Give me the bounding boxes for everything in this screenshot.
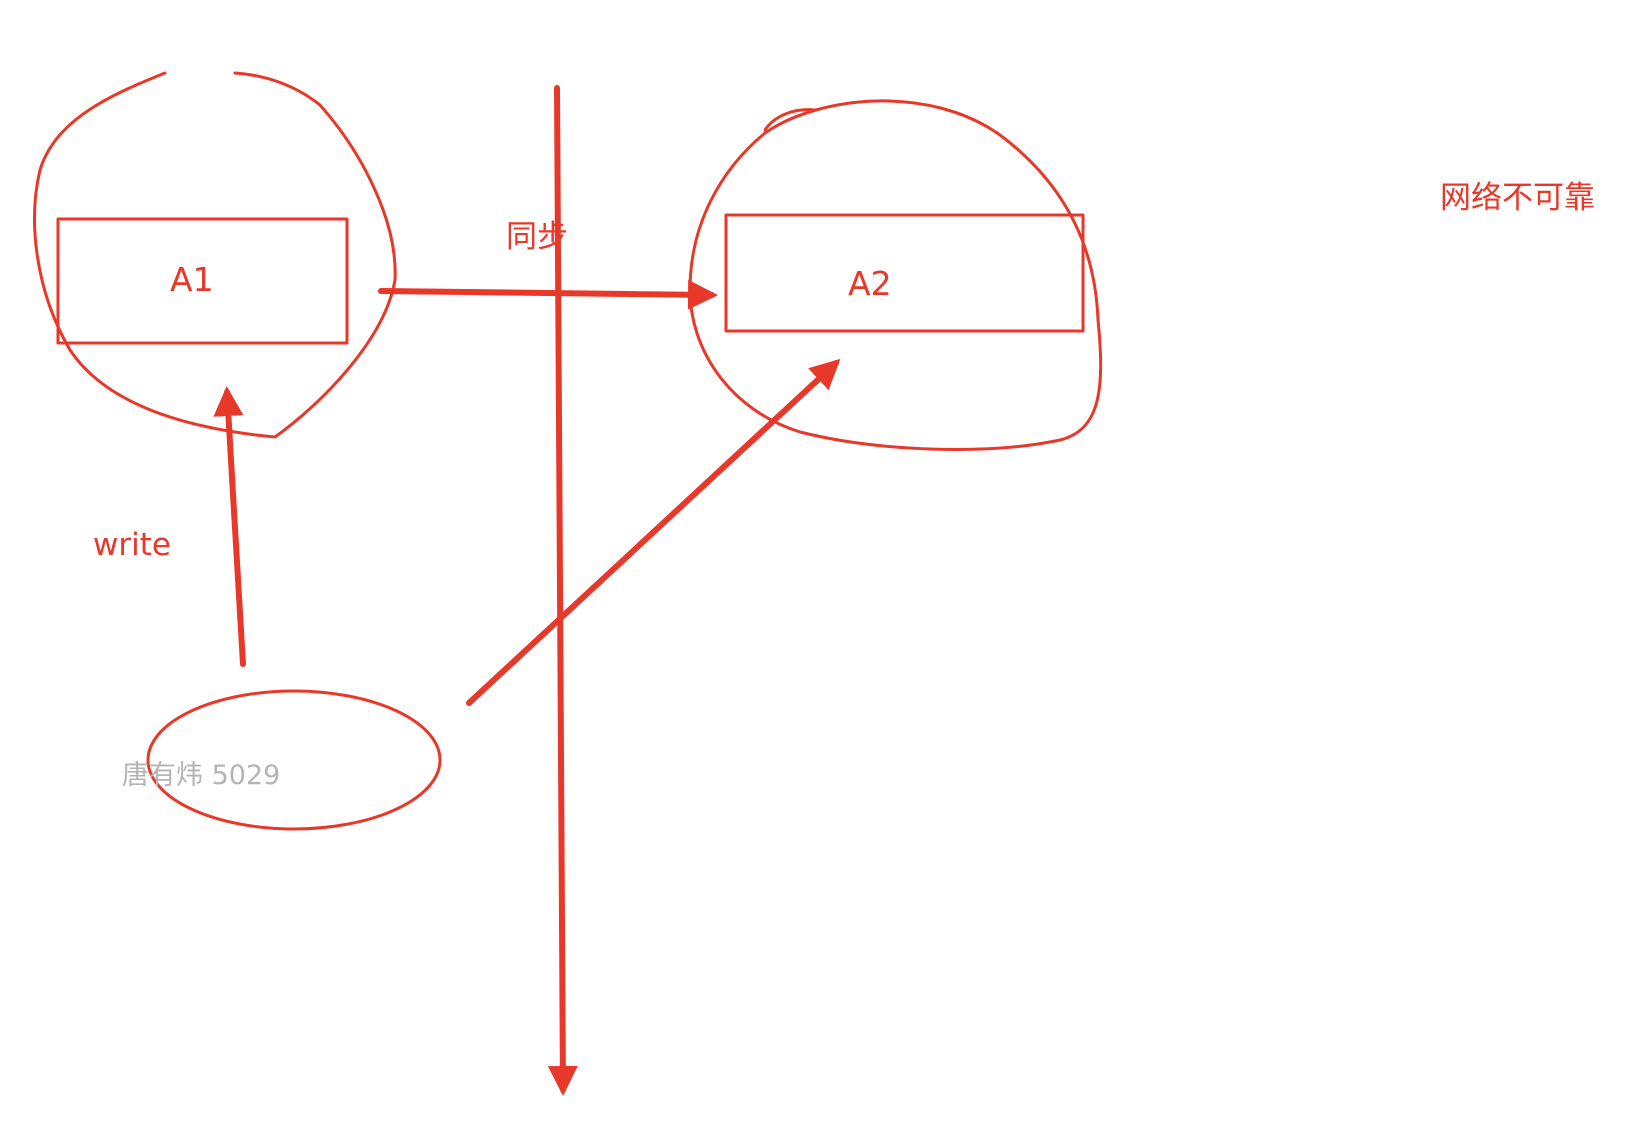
node-a2-label: A2 — [848, 264, 892, 303]
sync-label: 同步 — [506, 219, 568, 255]
network-unreliable-label: 网络不可靠 — [1440, 180, 1595, 216]
node-a1-box — [56, 217, 349, 345]
watermark-text: 唐有炜 5029 — [122, 760, 281, 791]
client-to-a2-arrow — [466, 358, 841, 706]
node-a2-box — [724, 213, 1085, 333]
partition-arrow — [547, 85, 578, 1096]
sync-arrow — [378, 279, 718, 310]
a2-cluster-tick — [763, 108, 817, 132]
write-label: write — [93, 527, 171, 563]
client-node-ellipse — [146, 689, 442, 831]
write-arrow — [213, 386, 246, 667]
a2-cluster-outline — [688, 99, 1103, 451]
node-a1-label: A1 — [170, 260, 214, 299]
a1-cluster-outline — [33, 71, 397, 439]
